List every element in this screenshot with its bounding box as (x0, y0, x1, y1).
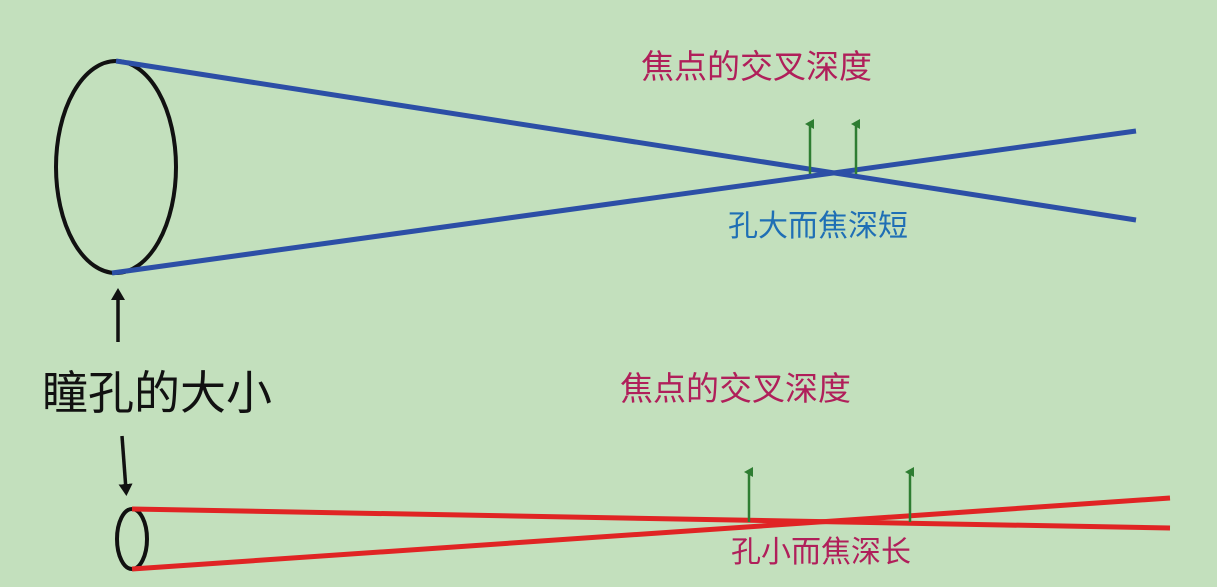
top-depth-title: 焦点的交叉深度 (641, 47, 872, 86)
pointer-arrow-down (118, 435, 133, 496)
small-pupil-ellipse (115, 507, 149, 571)
small-pupil-lower-ray (131, 495, 1171, 572)
pupil-size-label: 瞳孔的大小 (42, 366, 272, 420)
large-pupil-ellipse (54, 59, 178, 275)
large-pupil-lower-ray (111, 128, 1137, 276)
top-note: 孔大而焦深短 (728, 209, 908, 244)
bottom-depth-title: 焦点的交叉深度 (620, 369, 851, 408)
large-pupil-upper-ray (115, 58, 1137, 223)
small-pupil-upper-ray (131, 506, 1171, 531)
bottom-note: 孔小而焦深长 (731, 535, 911, 570)
